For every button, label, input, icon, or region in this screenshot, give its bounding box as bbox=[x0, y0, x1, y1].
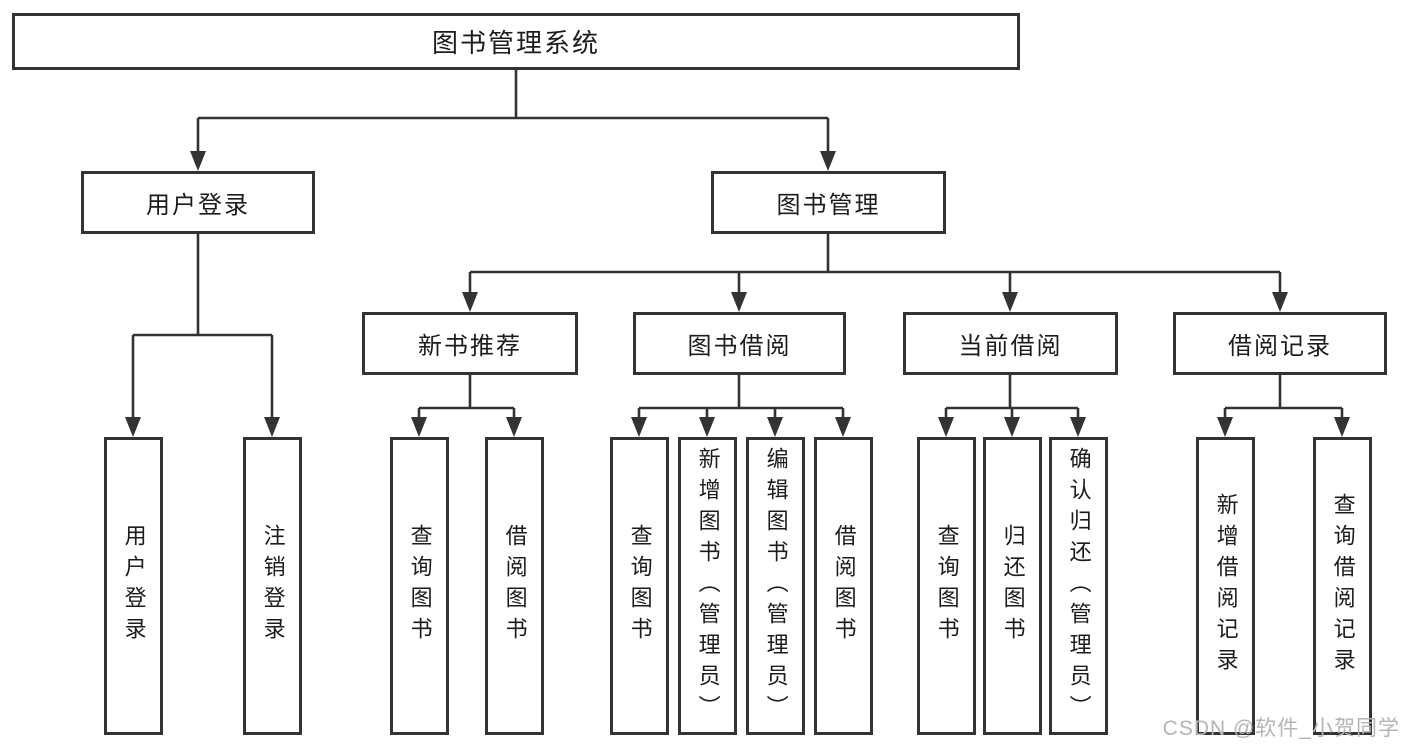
leaf-return-book: 归还图书 bbox=[983, 437, 1042, 735]
node-new-book-recommend-label: 新书推荐 bbox=[418, 333, 522, 360]
leaf-label: 注销登录 bbox=[260, 524, 286, 648]
node-new-book-recommend: 新书推荐 bbox=[362, 312, 578, 375]
node-root-system: 图书管理系统 bbox=[12, 13, 1020, 70]
node-user-login: 用户登录 bbox=[81, 171, 315, 234]
node-current-borrow: 当前借阅 bbox=[903, 312, 1118, 375]
leaf-label: 查询图书 bbox=[627, 524, 653, 648]
leaf-label: 用户登录 bbox=[121, 524, 147, 648]
node-book-management-label: 图书管理 bbox=[776, 192, 881, 219]
leaf-label: 归还图书 bbox=[1000, 524, 1026, 648]
leaf-label: 确认归还（管理员） bbox=[1066, 446, 1092, 726]
leaf-label: 借阅图书 bbox=[502, 524, 528, 648]
node-root-label: 图书管理系统 bbox=[431, 28, 600, 58]
leaf-label: 查询图书 bbox=[407, 524, 433, 648]
leaf-query-borrow-record: 查询借阅记录 bbox=[1313, 437, 1372, 735]
leaf-label: 查询图书 bbox=[934, 524, 960, 648]
leaf-query-book-recommend: 查询图书 bbox=[390, 437, 449, 735]
leaf-borrow-book-recommend: 借阅图书 bbox=[485, 437, 544, 735]
node-user-login-label: 用户登录 bbox=[146, 192, 250, 219]
node-borrow-records: 借阅记录 bbox=[1173, 312, 1387, 375]
leaf-label: 新增图书（管理员） bbox=[695, 446, 721, 726]
node-current-borrow-label: 当前借阅 bbox=[958, 333, 1063, 360]
node-book-borrow: 图书借阅 bbox=[633, 312, 846, 375]
node-book-borrow-label: 图书借阅 bbox=[687, 333, 792, 360]
leaf-edit-book-admin: 编辑图书（管理员） bbox=[746, 437, 805, 735]
csdn-watermark: CSDN @软件_小贺同学 bbox=[1162, 717, 1400, 740]
node-book-management: 图书管理 bbox=[711, 171, 946, 234]
leaf-label: 借阅图书 bbox=[831, 524, 857, 648]
leaf-borrow-book: 借阅图书 bbox=[814, 437, 873, 735]
node-borrow-records-label: 借阅记录 bbox=[1228, 333, 1332, 360]
leaf-label: 编辑图书（管理员） bbox=[763, 446, 789, 726]
leaf-query-book-current: 查询图书 bbox=[917, 437, 976, 735]
leaf-label: 新增借阅记录 bbox=[1213, 493, 1239, 679]
leaf-label: 查询借阅记录 bbox=[1330, 493, 1356, 679]
leaf-add-book-admin: 新增图书（管理员） bbox=[678, 437, 737, 735]
leaf-logout: 注销登录 bbox=[243, 437, 302, 735]
leaf-user-login: 用户登录 bbox=[104, 437, 163, 735]
leaf-confirm-return-admin: 确认归还（管理员） bbox=[1049, 437, 1108, 735]
leaf-add-borrow-record: 新增借阅记录 bbox=[1196, 437, 1255, 735]
leaf-query-book-borrow: 查询图书 bbox=[610, 437, 669, 735]
